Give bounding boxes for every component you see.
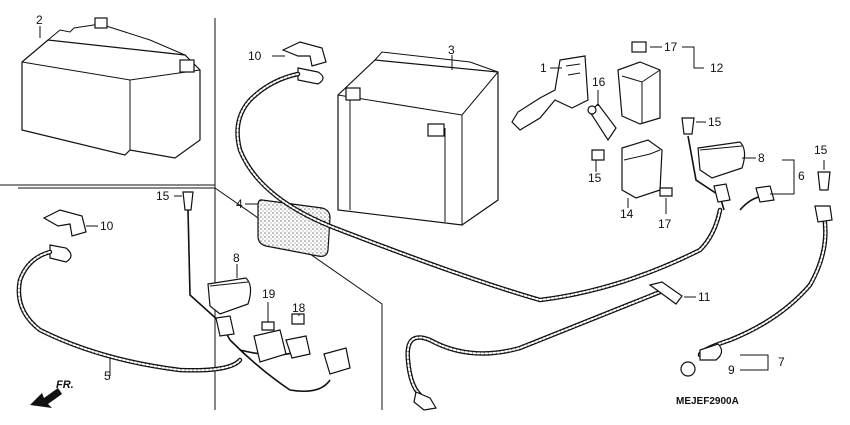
battery-part-2: [21, 17, 201, 159]
callout-12: 12: [710, 61, 724, 75]
callout-3: 3: [448, 43, 455, 57]
screw-part-14: [591, 149, 605, 161]
front-indicator: FR.: [56, 379, 74, 391]
cable-part-5: [16, 209, 243, 373]
cable-top: [235, 41, 723, 303]
callout-2: 2: [36, 13, 43, 27]
diagram-code: MEJEF2900A: [676, 396, 739, 407]
callout-18: 18: [292, 301, 306, 315]
leader-lines: [39, 26, 825, 376]
callout-4: 4: [236, 197, 243, 211]
fuse-part-17: [659, 187, 673, 197]
callout-6: 6: [798, 169, 805, 183]
callout-9: 9: [728, 363, 735, 377]
harness-part-6: [687, 135, 775, 211]
relay-part-12: [617, 41, 661, 125]
callout-15-right: 15: [814, 143, 828, 157]
callout-13: 14: [620, 207, 634, 221]
strap-part-16: [587, 103, 617, 142]
callout-1: 1: [540, 61, 547, 75]
boot-part-13: [621, 139, 663, 199]
callout-8-right: 8: [758, 151, 765, 165]
callout-10-top: 10: [248, 49, 262, 63]
cable-part-11: [405, 281, 683, 411]
callout-15-left: 15: [156, 189, 170, 203]
callout-5: 5: [104, 369, 111, 383]
harness-lower-left: [187, 209, 351, 393]
callout-11: 11: [698, 290, 711, 304]
callout-17-bottom: 17: [658, 217, 672, 231]
callout-14: 15: [588, 171, 602, 185]
callout-labels: 2 10 3 4 1 16 17 12 15 8 6 15 15 14 17 1…: [36, 13, 828, 407]
battery-part-3: [337, 51, 499, 226]
cable-part-7: [680, 205, 833, 377]
callout-16: 16: [592, 75, 606, 89]
front-arrow-icon: FR.: [30, 379, 74, 408]
pad-part-4: [257, 199, 331, 257]
callout-17-top: 17: [664, 40, 678, 54]
callout-10-bottom: 10: [100, 219, 114, 233]
callout-8-left: 8: [233, 251, 240, 265]
callout-7: 7: [778, 355, 785, 369]
cap-part-8-right: [697, 141, 746, 179]
bolt-part-15: [182, 117, 831, 211]
callout-15-top: 15: [708, 115, 722, 129]
callout-19: 19: [262, 287, 276, 301]
bracket-part-1: [511, 55, 589, 131]
cap-part-8-left: [207, 277, 252, 315]
